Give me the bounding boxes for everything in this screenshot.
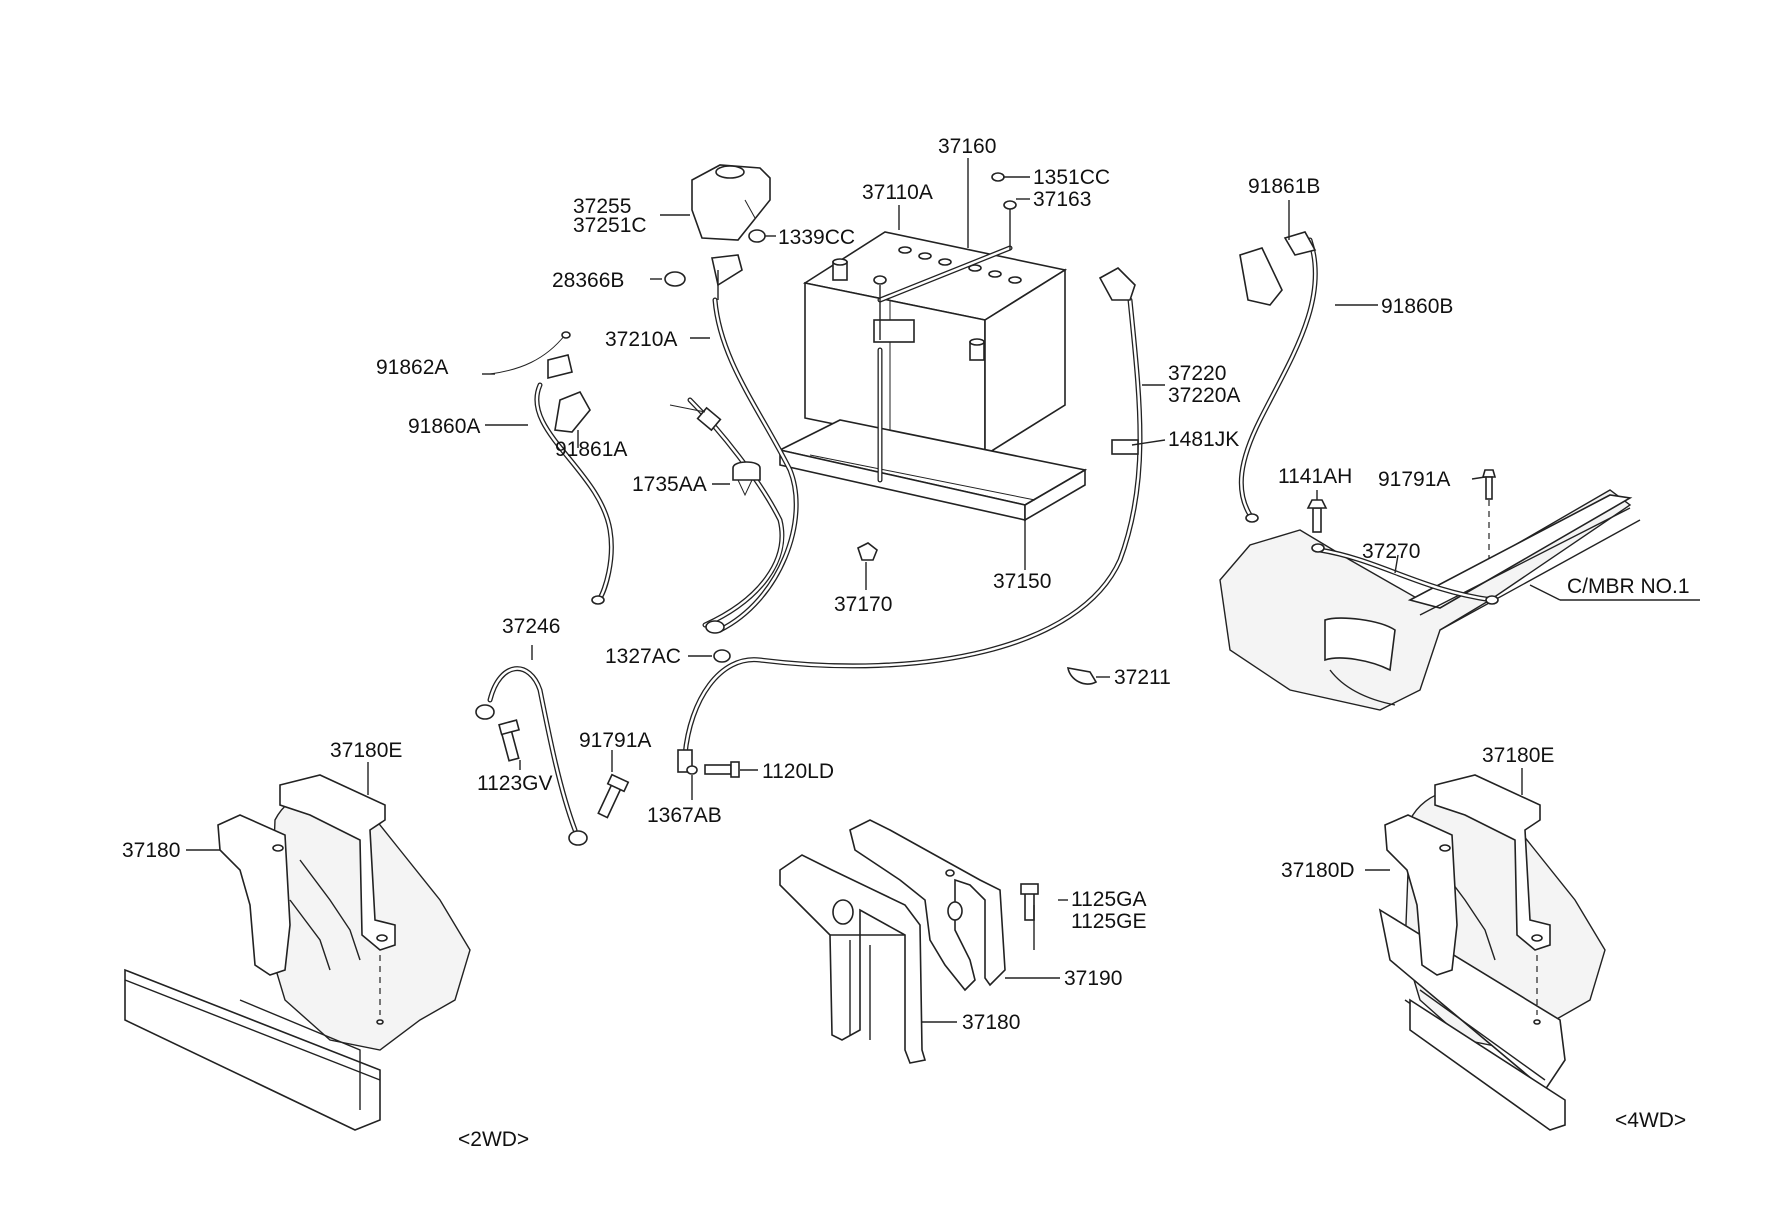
label-2wd: <2WD> [458,1128,529,1151]
label-1120ld: 1120LD [762,760,834,783]
bolt-1123gv [498,719,521,762]
hold-down-frame [873,200,1017,483]
ground-cable-right [1238,231,1318,523]
positive-cable [669,254,799,634]
label-37210a: 37210A [605,328,677,351]
frame-crossmember [1219,489,1641,711]
label-37110a: 37110A [862,181,933,204]
label-1481jk: 1481JK [1168,428,1239,451]
label-1339cc: 1339CC [778,226,855,249]
label-37180e-right: 37180E [1482,744,1554,767]
washer-1367ab [686,765,698,775]
label-37220: 37220 [1168,362,1226,385]
label-37180-left: 37180 [122,839,180,862]
label-37160: 37160 [938,135,996,158]
label-37220a: 37220A [1168,384,1240,407]
label-91861a: 91861A [555,438,627,461]
battery [802,231,1068,457]
label-91791a-right: 91791A [1378,468,1450,491]
nut-1351cc [991,172,1005,182]
label-1123gv: 1123GV [477,772,553,795]
nut-1339cc [748,229,766,243]
ground-strap [475,666,588,846]
nut-1327ac [713,649,731,663]
bracket-assembly-2wd [124,774,471,1131]
label-37180e-left: 37180E [330,739,402,762]
label-37180d: 37180D [1281,859,1355,882]
label-1141ah: 1141AH [1278,465,1352,488]
label-37251c: 37251C [573,214,647,237]
terminal-cover [691,164,771,241]
battery-tray [777,419,1088,522]
label-91861b: 91861B [1248,175,1320,198]
label-37211: 37211 [1114,666,1171,689]
part-labels: 37160 1351CC 37110A 37163 37255 37251C 1… [122,135,1690,1151]
label-28366b: 28366B [552,269,624,292]
ground-cable-left [489,331,614,605]
label-1735aa: 1735AA [632,473,707,496]
label-37190: 37190 [1064,967,1122,990]
bracket-assembly-mid [779,819,1039,1064]
leader-lines [186,158,1700,1023]
label-37246: 37246 [502,615,560,638]
label-37180-mid: 37180 [962,1011,1020,1034]
bolt-91791a-right [1481,469,1497,595]
label-1125ge: 1125GE [1071,910,1147,933]
bolt-1120ld [704,761,740,778]
label-37255: 37255 [573,195,631,218]
bolt-1141ah [1306,499,1328,533]
label-91862a: 91862A [376,356,448,379]
bolt-37170 [857,542,878,561]
label-37270: 37270 [1362,540,1420,563]
clip-28366b [664,271,686,287]
bracket-assembly-4wd [1378,774,1606,1131]
label-37170: 37170 [834,593,892,616]
label-cmbr-no1: C/MBR NO.1 [1567,575,1690,598]
label-91791a-mid: 91791A [579,729,651,752]
bolt-91791a-mid [597,773,630,819]
label-1327ac: 1327AC [605,645,681,668]
label-91860b: 91860B [1381,295,1453,318]
label-91860a: 91860A [408,415,480,438]
label-1351cc: 1351CC [1033,166,1110,189]
label-1367ab: 1367AB [647,804,722,827]
grommet-1735aa [732,461,761,497]
label-1125ga: 1125GA [1071,888,1147,911]
clamp-37211 [1067,667,1098,685]
label-37150: 37150 [993,570,1051,593]
label-4wd: <4WD> [1615,1109,1686,1132]
label-37163: 37163 [1033,188,1091,211]
